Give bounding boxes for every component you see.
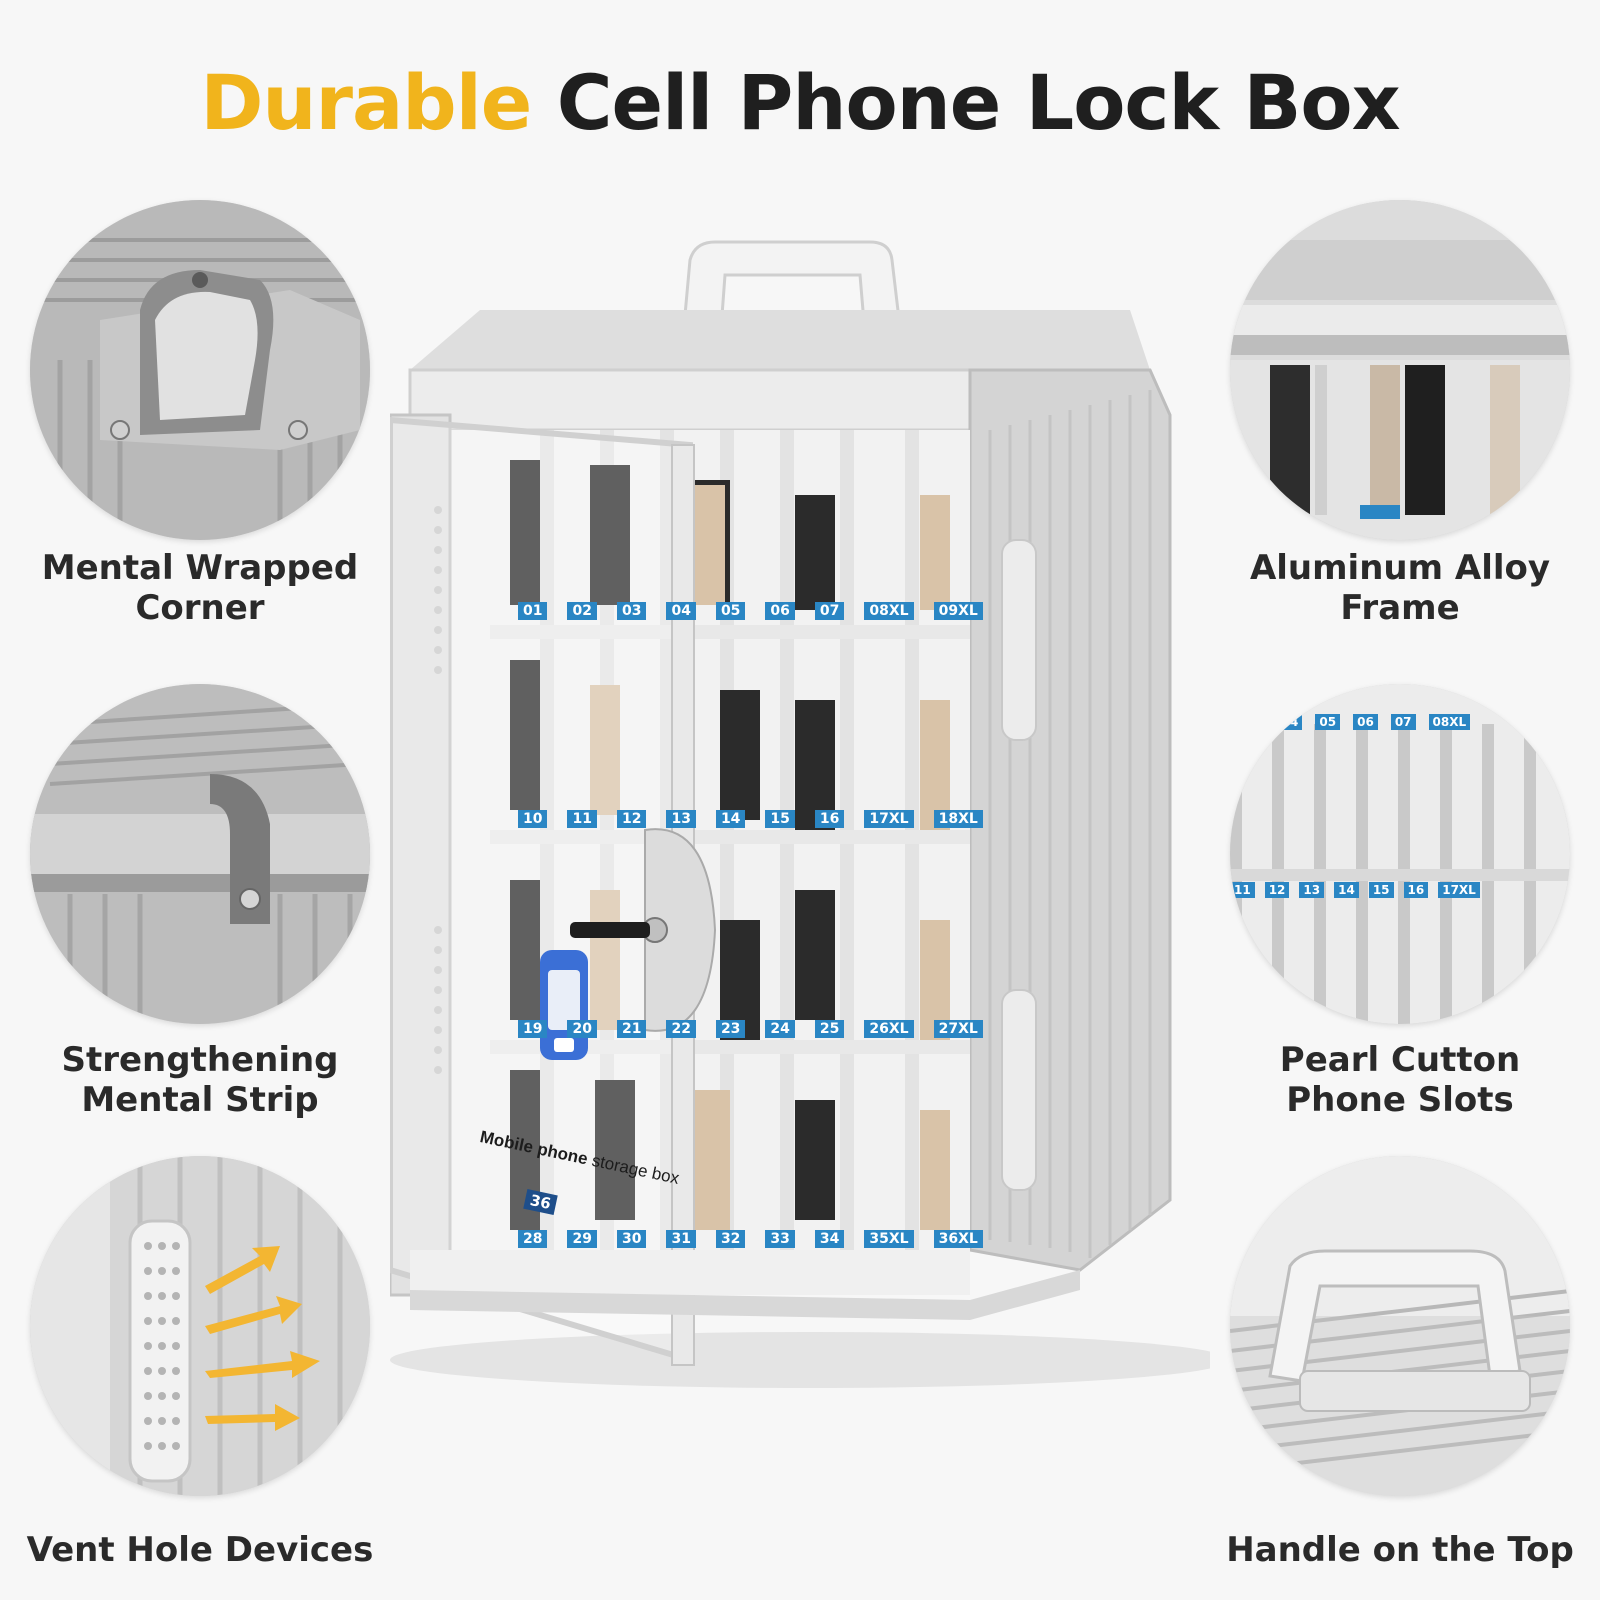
slot-label: 17XL xyxy=(864,810,914,828)
feature-slots-label: Pearl Cutton Phone Slots xyxy=(1190,1040,1600,1120)
zoom-slot-label: 05 xyxy=(1315,714,1341,730)
corner-detail-image xyxy=(30,200,370,540)
slot-label: 01 xyxy=(518,602,548,620)
slot-label: 11 xyxy=(567,810,597,828)
slot-label: 32 xyxy=(715,1230,746,1248)
slot-label-row-2: 10 11 12 13 14 15 16 17XL 18XL xyxy=(518,810,983,828)
slot-label: 16 xyxy=(814,810,845,828)
feature-slots-line1: Pearl Cutton xyxy=(1279,1040,1521,1080)
frame-detail-image xyxy=(1230,200,1570,540)
slot-label: 02 xyxy=(567,602,597,620)
feature-strip-line2: Mental Strip xyxy=(81,1080,319,1120)
slots-detail-image: 03 04 05 06 07 08XL 11 12 13 14 15 16 17… xyxy=(1230,684,1570,1024)
feature-vent-label: Vent Hole Devices xyxy=(0,1530,410,1570)
feature-handle-label: Handle on the Top xyxy=(1190,1530,1600,1570)
slot-label: 21 xyxy=(616,1020,647,1038)
slot-label: 31 xyxy=(666,1230,696,1248)
feature-slots-line2: Phone Slots xyxy=(1286,1080,1514,1120)
feature-vent-line1: Vent Hole Devices xyxy=(26,1530,374,1570)
feature-frame-label: Aluminum Alloy Frame xyxy=(1190,548,1600,628)
zoom-slot-label: 16 xyxy=(1403,882,1429,898)
slot-label: 09XL xyxy=(933,602,983,620)
slot-label: 18XL xyxy=(933,810,983,828)
title-main: Cell Phone Lock Box xyxy=(556,58,1401,147)
slot-label: 29 xyxy=(567,1230,597,1248)
zoom-top-label-row: 03 04 05 06 07 08XL xyxy=(1240,714,1471,730)
page-title: Durable Cell Phone Lock Box xyxy=(0,58,1600,147)
slot-label: 33 xyxy=(765,1230,795,1248)
slot-label: 14 xyxy=(715,810,746,828)
zoom-slot-label: 04 xyxy=(1277,714,1303,730)
slot-label: 26XL xyxy=(864,1020,914,1038)
slot-label: 27XL xyxy=(933,1020,983,1038)
slot-label: 30 xyxy=(616,1230,647,1248)
zoom-slot-label: 17XL xyxy=(1438,882,1480,898)
slot-label: 07 xyxy=(814,602,845,620)
slot-label-row-1: 01 02 03 04 05 06 07 08XL 09XL xyxy=(518,602,983,620)
slot-label: 03 xyxy=(616,602,647,620)
zoom-slot-label: 15 xyxy=(1368,882,1394,898)
slot-label: 05 xyxy=(715,602,746,620)
slot-label: 23 xyxy=(715,1020,746,1038)
handle-detail-image xyxy=(1230,1156,1570,1496)
feature-corner-label: Mental Wrapped Corner xyxy=(0,548,410,628)
vent-detail-image xyxy=(30,1156,370,1496)
feature-strip-label: Strengthening Mental Strip xyxy=(0,1040,410,1120)
slot-label: 20 xyxy=(567,1020,597,1038)
strip-detail-image xyxy=(30,684,370,1024)
zoom-slot-label: 08XL xyxy=(1428,714,1471,730)
slot-label: 34 xyxy=(814,1230,845,1248)
feature-corner-line1: Mental Wrapped xyxy=(41,548,359,588)
slot-label: 36XL xyxy=(933,1230,983,1248)
slot-label: 19 xyxy=(518,1020,548,1038)
feature-strip-line1: Strengthening xyxy=(61,1040,339,1080)
title-accent: Durable xyxy=(200,58,532,147)
zoom-slot-label: 11 xyxy=(1230,882,1255,898)
lock-box-illustration xyxy=(387,240,1230,1388)
slot-label: 15 xyxy=(765,810,795,828)
feature-frame-line1: Aluminum Alloy xyxy=(1249,548,1551,588)
slot-label-row-4: 28 29 30 31 32 33 34 35XL 36XL xyxy=(518,1230,983,1248)
feature-frame-line2: Frame xyxy=(1340,588,1460,628)
lock-box-product: 01 02 03 04 05 06 07 08XL 09XL 10 11 12 … xyxy=(387,230,1230,1390)
slot-label: 35XL xyxy=(864,1230,914,1248)
zoom-slot-label: 06 xyxy=(1353,714,1378,730)
slot-label: 08XL xyxy=(864,602,914,620)
zoom-slot-label: 07 xyxy=(1390,714,1416,730)
slot-label: 04 xyxy=(666,602,696,620)
zoom-slot-label: 03 xyxy=(1240,714,1265,730)
zoom-slot-label: 14 xyxy=(1334,882,1359,898)
slot-label: 06 xyxy=(765,602,795,620)
slot-label: 25 xyxy=(814,1020,845,1038)
zoom-slot-label: 13 xyxy=(1299,882,1325,898)
feature-corner-line2: Corner xyxy=(135,588,265,628)
slot-label: 22 xyxy=(666,1020,696,1038)
zoom-bottom-label-row: 11 12 13 14 15 16 17XL xyxy=(1230,882,1480,898)
slot-label: 12 xyxy=(616,810,647,828)
slot-label: 24 xyxy=(765,1020,795,1038)
slot-label: 13 xyxy=(666,810,696,828)
slot-label: 28 xyxy=(518,1230,548,1248)
zoom-slot-label: 12 xyxy=(1264,882,1290,898)
slot-label: 10 xyxy=(518,810,548,828)
slot-label-row-3: 19 20 21 22 23 24 25 26XL 27XL xyxy=(518,1020,983,1038)
feature-handle-line1: Handle on the Top xyxy=(1226,1530,1574,1570)
